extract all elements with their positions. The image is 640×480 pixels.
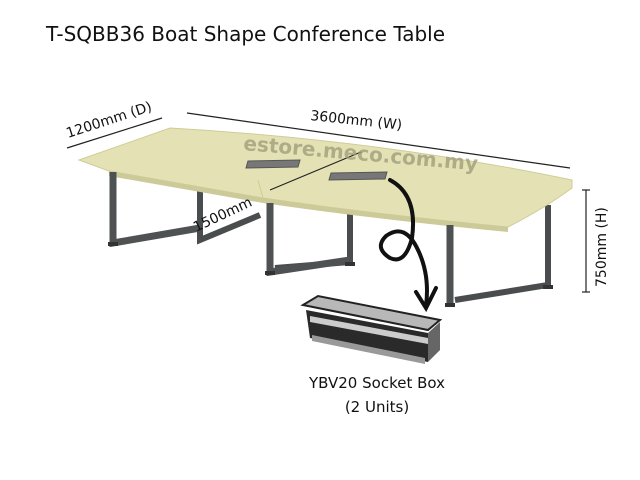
socket-box-image <box>300 294 443 364</box>
leg-feet <box>108 242 553 307</box>
accessory-name: YBV20 Socket Box <box>309 374 445 392</box>
product-title: T-SQBB36 Boat Shape Conference Table <box>46 22 446 46</box>
tabletop <box>77 127 573 228</box>
dimension-lines <box>66 112 590 293</box>
depth-label: 1200mm (D) <box>64 99 154 142</box>
accessory-quantity: (2 Units) <box>344 398 410 416</box>
socket-openings <box>245 159 388 181</box>
height-label: 750mm (H) <box>594 207 610 287</box>
arrow-icon <box>378 178 429 308</box>
width-label: 3600mm (W) <box>310 108 403 134</box>
